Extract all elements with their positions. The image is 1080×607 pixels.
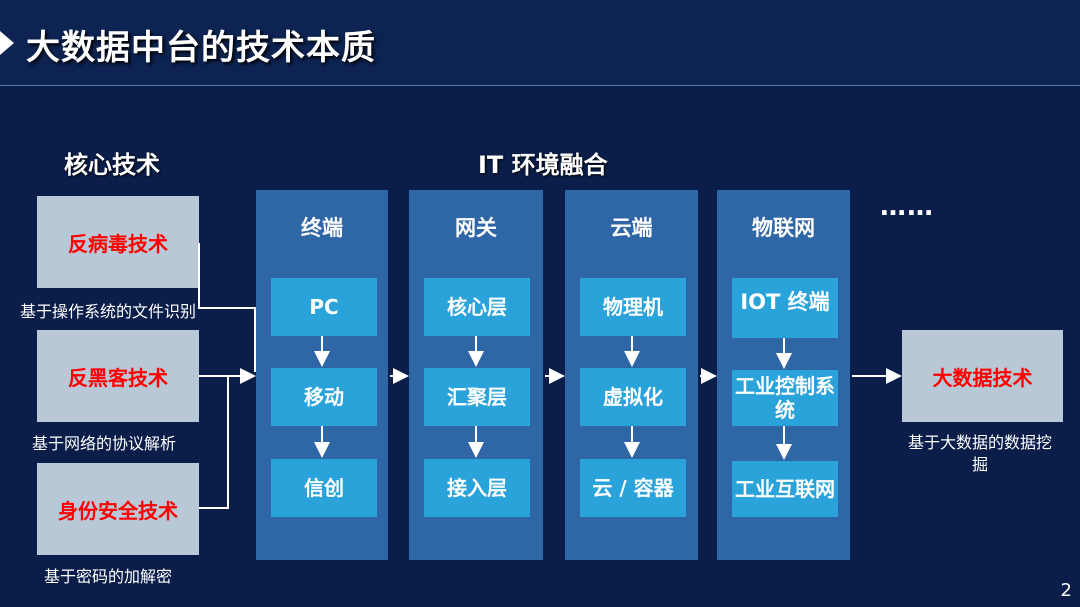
item-iot-terminal: IOT 终端 [732, 278, 838, 338]
page-title: 大数据中台的技术本质 [26, 28, 376, 68]
column-terminal: 终端 PC 移动 信创 [256, 190, 388, 560]
tech-desc-antivirus: 基于操作系统的文件识别 [20, 302, 197, 321]
item-access-layer: 接入层 [424, 459, 530, 517]
item-industrial-control: 工业控制系统 [732, 370, 838, 426]
column-title: 终端 [301, 216, 343, 240]
page-number: 2 [1060, 580, 1072, 601]
item-cloud-container: 云 / 容器 [580, 459, 686, 517]
it-env-heading: IT 环境融合 [478, 151, 608, 179]
tech-desc-identity: 基于密码的加解密 [44, 567, 173, 586]
core-tech-heading: 核心技术 [64, 151, 160, 179]
item-core-layer: 核心层 [424, 278, 530, 336]
item-physical-machine: 物理机 [580, 278, 686, 336]
column-gateway: 网关 核心层 汇聚层 接入层 [409, 190, 543, 560]
column-title: 网关 [455, 216, 497, 240]
item-xinchuang: 信创 [271, 459, 377, 517]
column-title: 物联网 [752, 216, 815, 240]
tech-desc-antihacker: 基于网络的协议解析 [32, 434, 177, 453]
column-cloud: 云端 物理机 虚拟化 云 / 容器 [565, 190, 698, 560]
ellipsis: …… [880, 192, 934, 222]
tech-box-antihacker: 反黑客技术 [37, 330, 199, 422]
item-aggregation-layer: 汇聚层 [424, 368, 530, 426]
connector-identity [199, 376, 229, 509]
tech-box-identity: 身份安全技术 [37, 463, 199, 555]
item-mobile: 移动 [271, 368, 377, 426]
connector-antivirus [198, 243, 256, 372]
title-bar: 大数据中台的技术本质 [0, 0, 1080, 86]
item-industrial-internet: 工业互联网 [732, 461, 838, 517]
item-pc: PC [271, 278, 377, 336]
item-virtualization: 虚拟化 [580, 368, 686, 426]
column-title: 云端 [610, 216, 653, 240]
column-iot: 物联网 IOT 终端 工业控制系统 工业互联网 [717, 190, 850, 560]
title-arrow-icon [0, 31, 14, 55]
result-desc: 基于大数据的数据挖掘 [907, 433, 1052, 475]
result-box: 大数据技术 [902, 330, 1063, 422]
tech-box-antivirus: 反病毒技术 [37, 196, 199, 288]
